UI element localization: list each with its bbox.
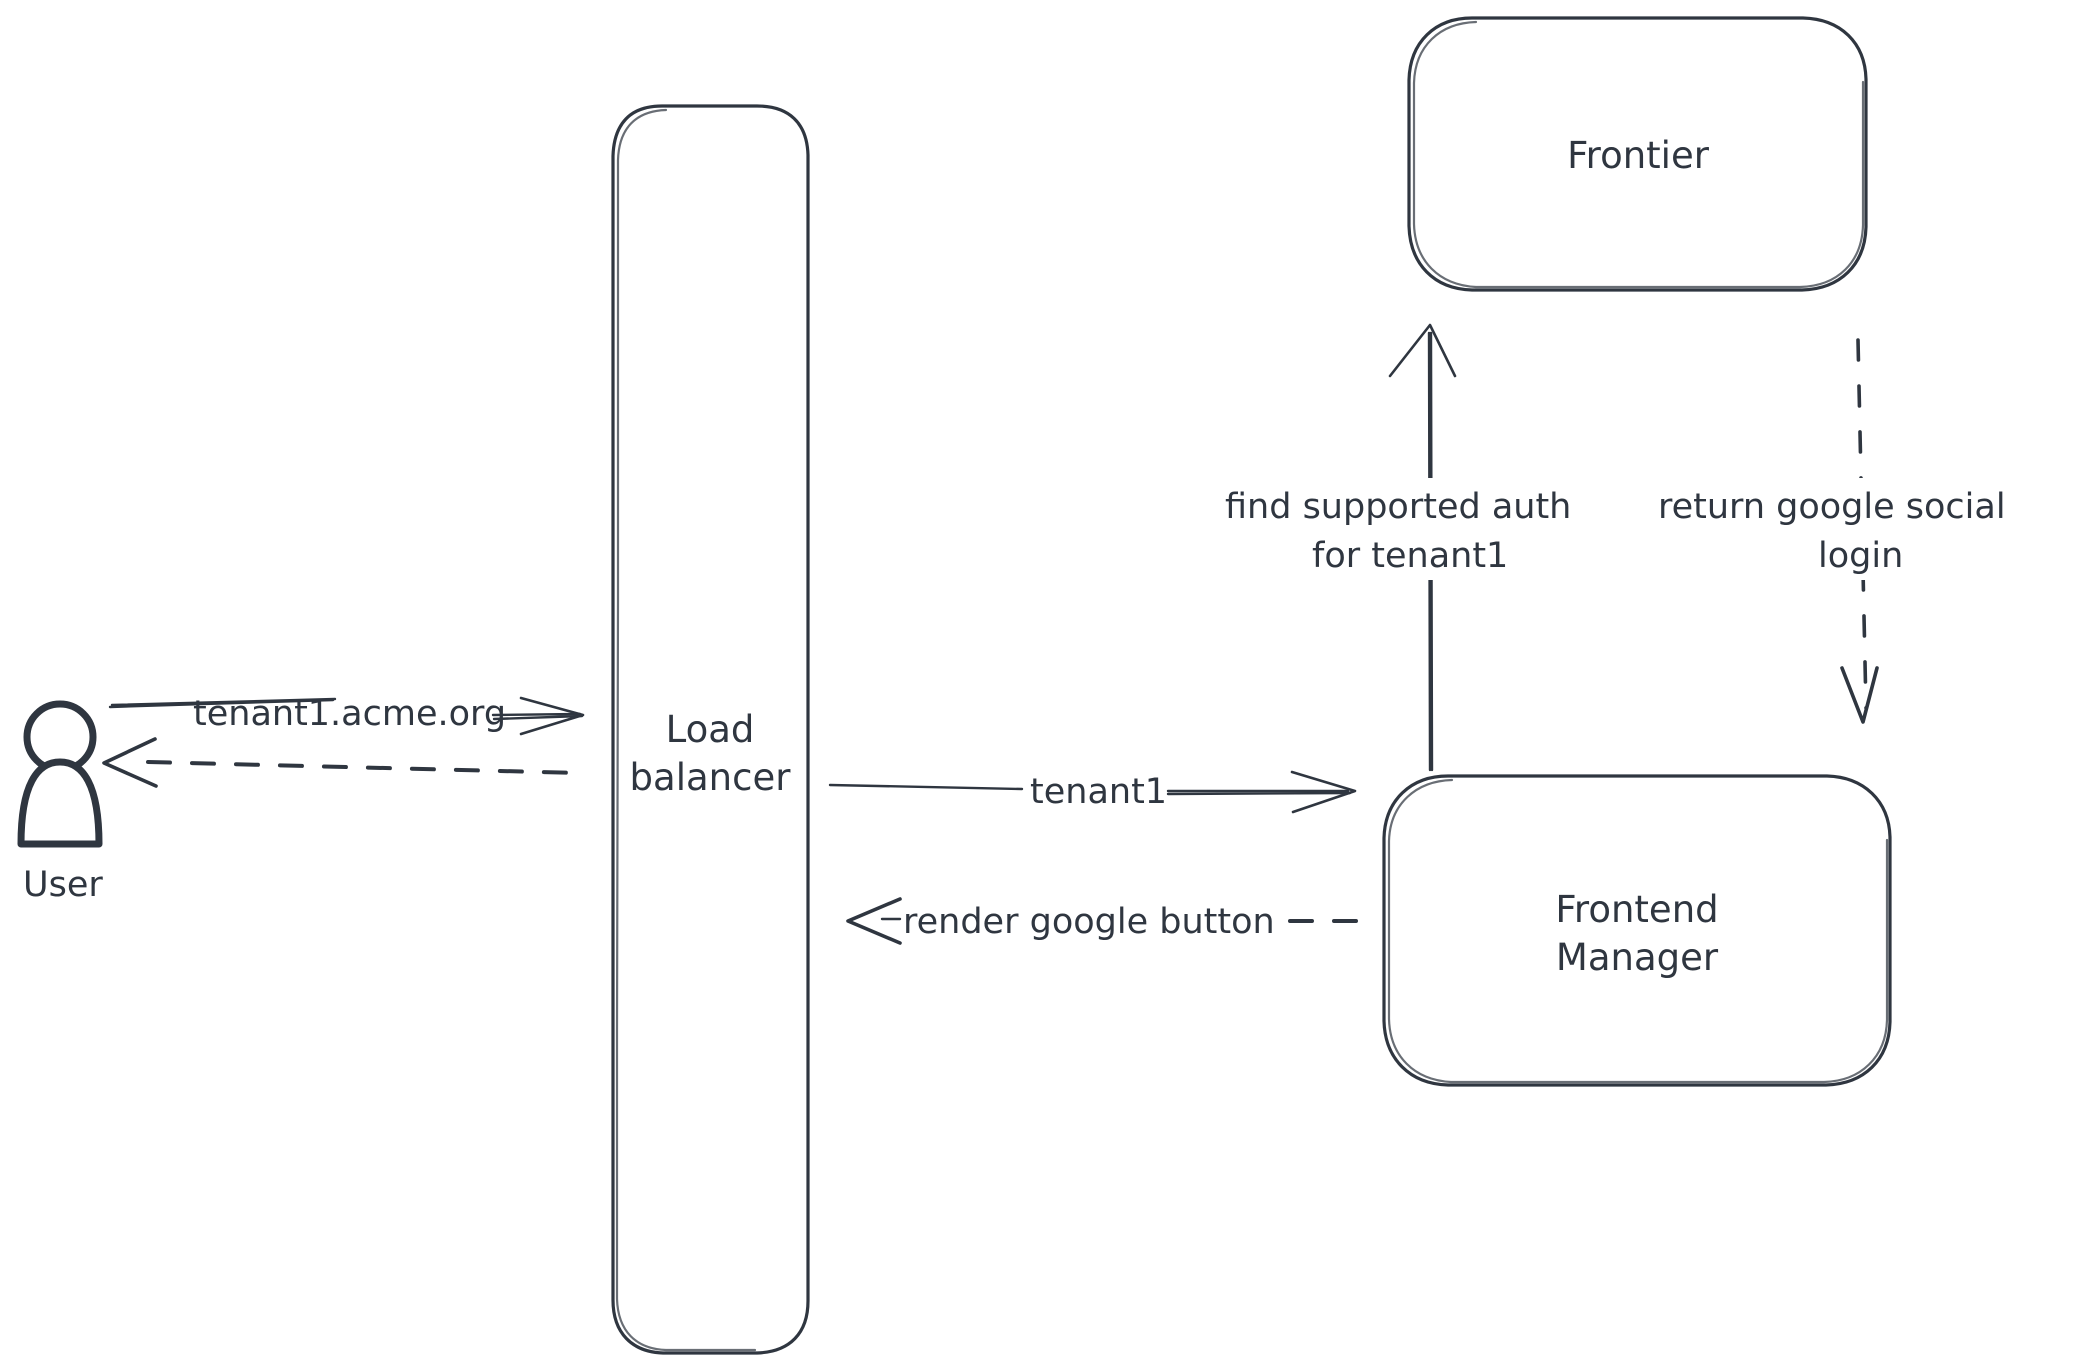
load-balancer-outline-overstroke	[615, 108, 757, 1352]
edge-load-balancer-to-frontend-manager: tenant1	[828, 770, 1357, 814]
edge-user-to-lb-label: tenant1.acme.org	[193, 694, 506, 734]
load-balancer-outline	[611, 104, 810, 1355]
edge-fm-to-lb-arrowhead	[846, 897, 902, 945]
edge-lb-to-fm-line-right-2	[1166, 791, 1352, 796]
edge-lb-to-user-line	[146, 760, 582, 775]
frontier-label: Frontier	[1567, 134, 1710, 177]
frontend-manager-label-line2: Manager	[1556, 936, 1719, 979]
edge-user-to-lb-line-left-2	[110, 697, 337, 707]
frontend-manager-label-line1: Frontend	[1555, 888, 1718, 931]
edge-lb-to-user-arrowhead	[102, 737, 158, 788]
frontier-outline-overstroke	[1412, 20, 1865, 289]
edge-frontier-to-frontend-manager: return google social login	[1655, 338, 2075, 724]
edge-fm-to-frontier-label-mask-1	[1222, 478, 1632, 530]
edge-lb-to-fm-label: tenant1	[1030, 772, 1167, 812]
edge-frontier-to-fm-label-mask-1	[1655, 478, 2075, 530]
node-frontier[interactable]: Frontier	[1407, 16, 1868, 292]
edge-load-balancer-to-user	[102, 737, 582, 788]
node-frontend-manager[interactable]: Frontend Manager	[1382, 774, 1892, 1087]
edge-frontier-to-fm-label-mask-2	[1815, 528, 1945, 580]
user-actor-label: User	[23, 865, 103, 905]
node-load-balancer[interactable]: Load balancer	[611, 104, 810, 1355]
edge-lb-to-fm-arrowhead	[1290, 770, 1357, 814]
load-balancer-label-line2: balancer	[630, 756, 792, 799]
edge-user-to-lb-arrowhead	[519, 696, 585, 736]
edge-fm-to-frontier-label-mask-2	[1310, 528, 1560, 580]
edge-frontier-to-fm-label-line2: login	[1818, 536, 1903, 576]
edge-frontend-manager-to-frontier: find supported auth for tenant1	[1222, 323, 1632, 772]
edge-user-to-load-balancer: tenant1.acme.org	[108, 694, 585, 736]
load-balancer-label-line1: Load	[666, 708, 755, 751]
edge-fm-to-frontier-label-line1: find supported auth	[1225, 487, 1571, 527]
edge-fm-to-frontier-label-line2: for tenant1	[1312, 536, 1508, 576]
edge-user-to-lb-line-right-2	[492, 714, 584, 721]
frontier-outline	[1407, 16, 1868, 292]
edge-frontier-to-fm-arrowhead	[1840, 666, 1879, 724]
user-body-outline	[17, 758, 103, 848]
frontend-manager-outline	[1382, 774, 1892, 1087]
edge-fm-to-frontier-arrowhead	[1388, 323, 1457, 378]
edge-user-to-lb-line-right	[491, 712, 582, 717]
edge-frontend-manager-to-load-balancer: render google button	[846, 897, 1374, 945]
edge-fm-to-lb-label: render google button	[903, 902, 1275, 942]
frontend-manager-outline-overstroke	[1387, 778, 1889, 1084]
edge-frontier-to-fm-label-line1: return google social	[1658, 487, 2006, 527]
user-actor-icon	[17, 700, 103, 848]
edge-lb-to-fm-line-left	[828, 783, 1024, 791]
